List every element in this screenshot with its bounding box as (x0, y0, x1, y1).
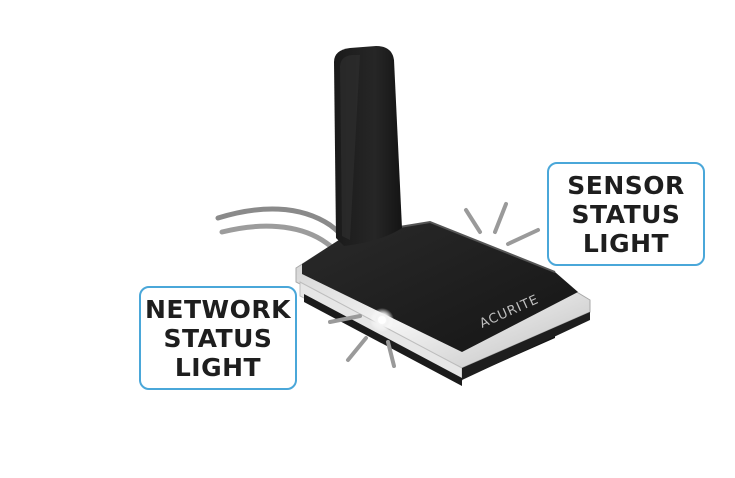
sensor-ray-1 (464, 208, 482, 234)
callout-line: LIGHT (174, 352, 262, 382)
callout-line: SENSOR (567, 170, 685, 200)
network-led-core (378, 316, 386, 324)
callout-line: LIGHT (582, 228, 670, 258)
callout-line: STATUS (163, 323, 273, 353)
sensor-status-light-callout: SENSOR STATUS LIGHT (547, 162, 705, 266)
callout-line: NETWORK (144, 294, 291, 324)
sensor-light-rays (464, 202, 540, 246)
device-front-face (304, 294, 462, 386)
network-ray-2 (346, 336, 368, 362)
callout-line: STATUS (571, 199, 681, 229)
network-status-light-callout: NETWORK STATUS LIGHT (139, 286, 297, 390)
sensor-ray-2 (493, 202, 508, 234)
device-side-face (462, 312, 590, 380)
network-ray-1 (328, 314, 362, 324)
antenna-highlight (340, 55, 360, 240)
network-light-rays (328, 314, 396, 368)
sensor-ray-3 (506, 228, 540, 246)
network-ray-3 (386, 340, 396, 368)
